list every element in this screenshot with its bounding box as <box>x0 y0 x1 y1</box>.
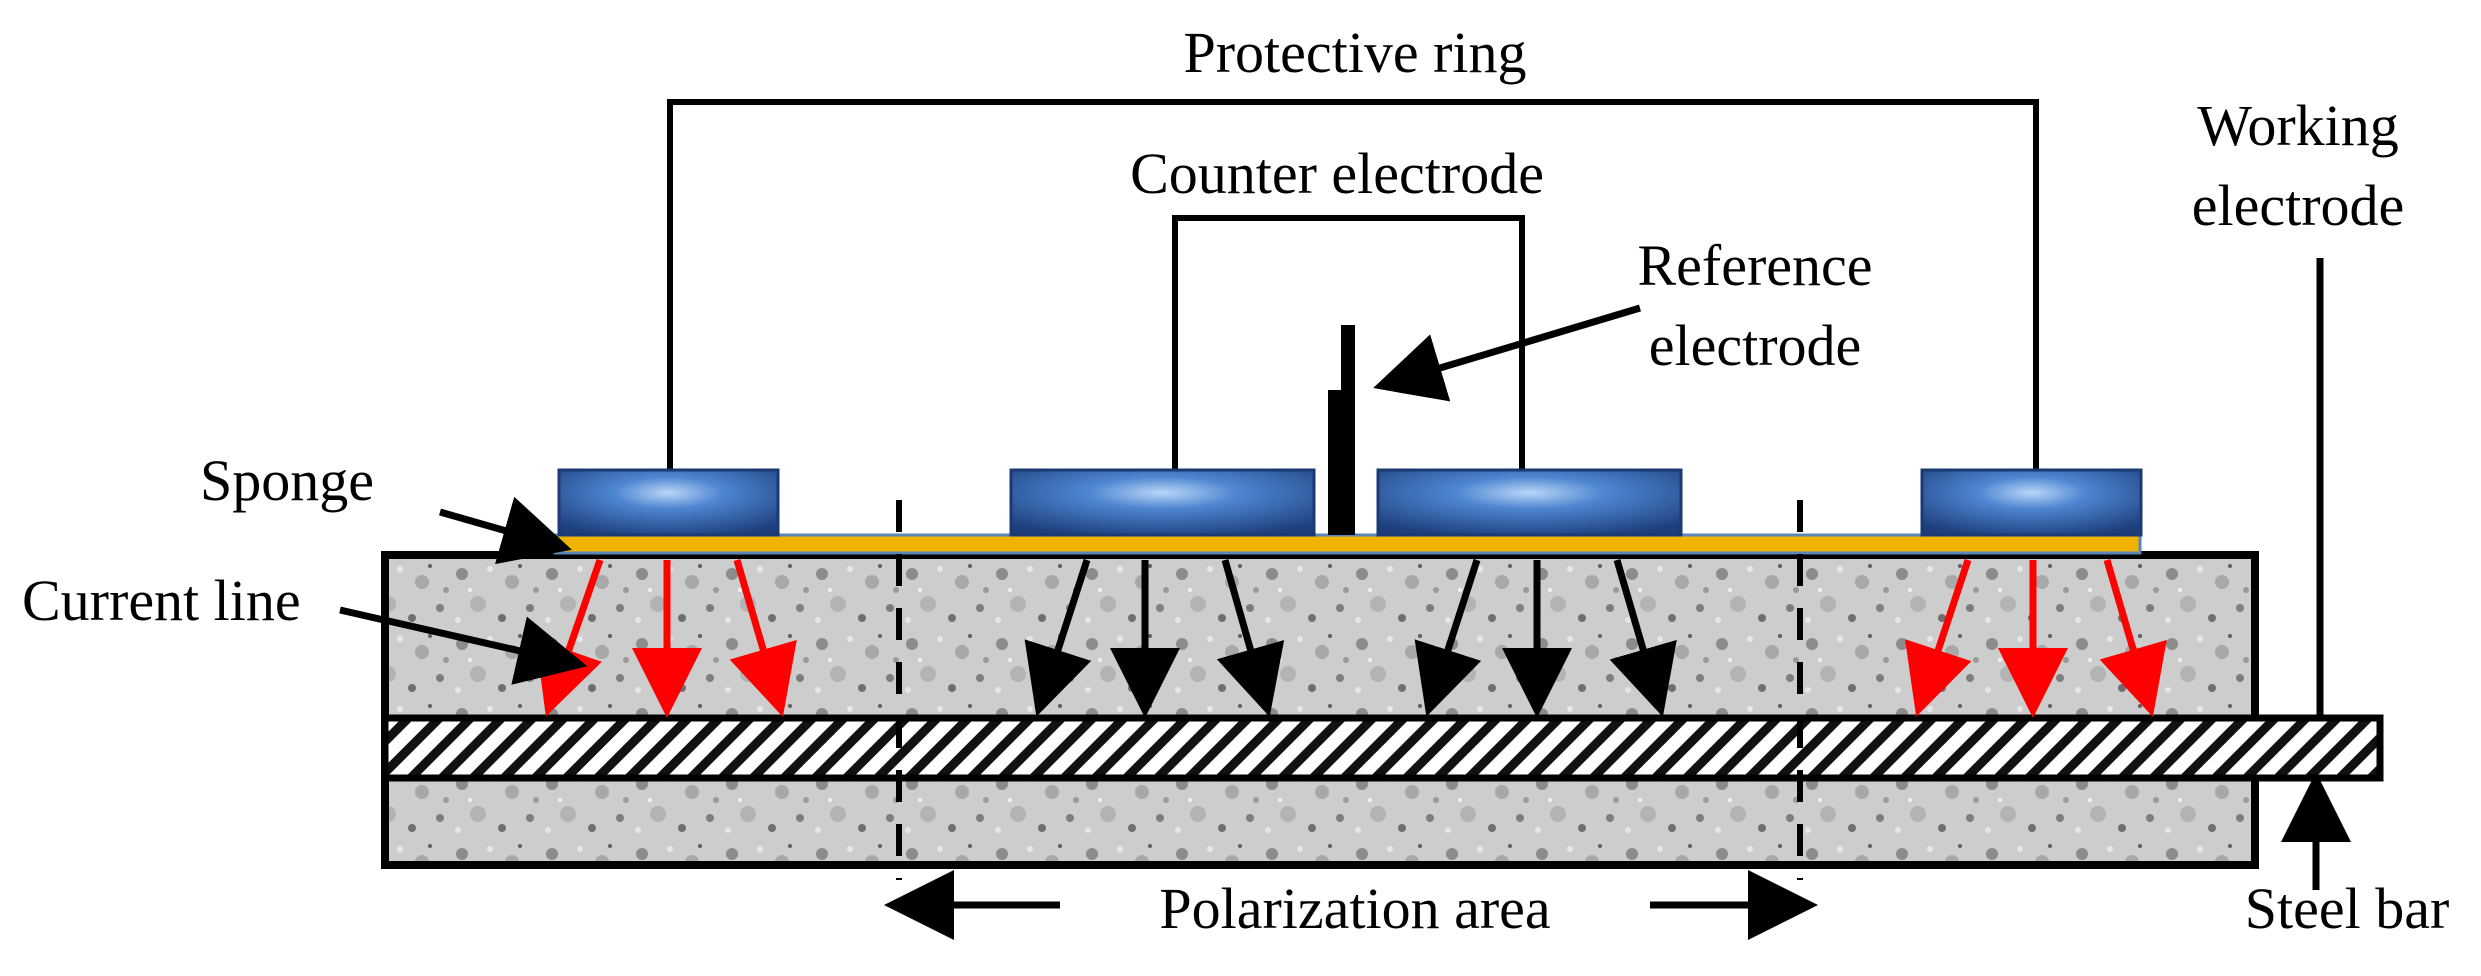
reference-electrode-label-line1: Reference <box>1637 233 1872 298</box>
protective-ring-label: Protective ring <box>1183 20 1526 85</box>
current-arrow <box>1904 558 1972 717</box>
main-current-lines <box>1024 558 1677 718</box>
counter-electrode-right <box>1376 468 1683 537</box>
working-electrode-label-line1: Working <box>2197 93 2399 158</box>
sponge-strip <box>553 533 2142 555</box>
current-line-label: Current line <box>22 568 301 633</box>
steel-bar-label: Steel bar <box>2245 876 2450 941</box>
current-arrow <box>1216 559 1285 717</box>
polarization-area-label: Polarization area <box>1159 876 1550 941</box>
counter-electrode-label: Counter electrode <box>1130 141 1544 206</box>
reference-electrode-body <box>1328 390 1354 535</box>
current-arrow <box>2099 559 2167 717</box>
sponge-label: Sponge <box>200 448 374 513</box>
counter-electrode-left <box>1009 468 1316 537</box>
current-line-pointer <box>339 606 588 685</box>
protective-ring-electrode-right <box>1920 468 2143 537</box>
protective-ring-wire <box>667 99 2039 472</box>
protective-ring-electrode-left <box>557 468 780 537</box>
reference-electrode-label-line2: electrode <box>1649 313 1862 378</box>
current-arrow <box>1024 558 1092 717</box>
sponge-pointer <box>439 496 572 565</box>
reference-electrode-pointer <box>1373 304 1642 402</box>
current-arrow <box>1414 558 1482 717</box>
current-arrow <box>1609 559 1677 717</box>
working-electrode-label-line2: electrode <box>2192 173 2405 238</box>
steel-bar <box>381 714 2384 782</box>
current-arrow <box>729 559 797 717</box>
